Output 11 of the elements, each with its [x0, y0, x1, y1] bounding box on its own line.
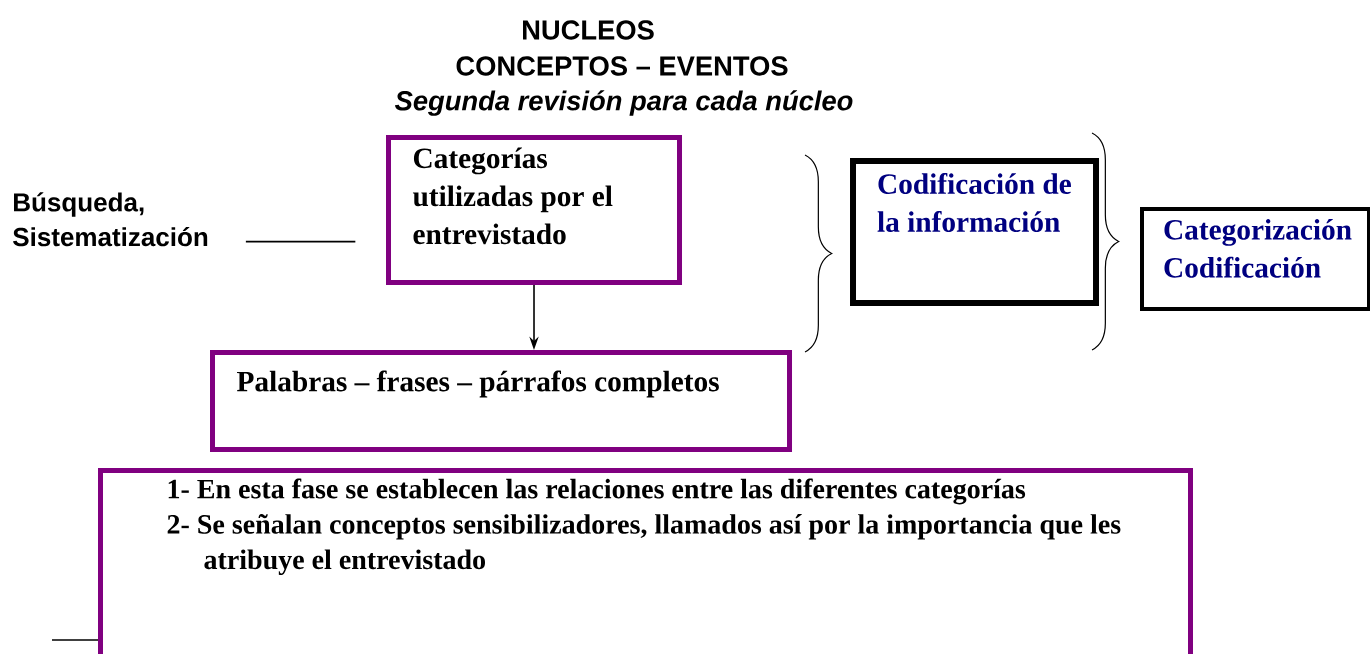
- subtitle: CONCEPTOS – EVENTOS: [456, 56, 788, 76]
- side-label: Búsqueda, Sistematización: [13, 192, 208, 247]
- title: NUCLEOS: [523, 20, 654, 40]
- process-box: Palabras – frases – párrafos completos: [210, 350, 792, 452]
- process-box: Categorización Codificación: [1140, 207, 1370, 311]
- process-box: Codificación de la información: [850, 158, 1099, 306]
- line: [51, 639, 99, 641]
- notes-box: 1- En esta fase se establecen las relaciones entre las diferentes categorías 2- Se señalan conceptos sensibilizadores, llamados así por la importancia que les atribuye el entrevistado: [98, 468, 1193, 654]
- process-box: Categorías utilizadas por el entrevistado: [386, 135, 682, 285]
- connector-line: [245, 240, 357, 243]
- subtitle: Segunda revisión para cada núcleo: [394, 90, 853, 116]
